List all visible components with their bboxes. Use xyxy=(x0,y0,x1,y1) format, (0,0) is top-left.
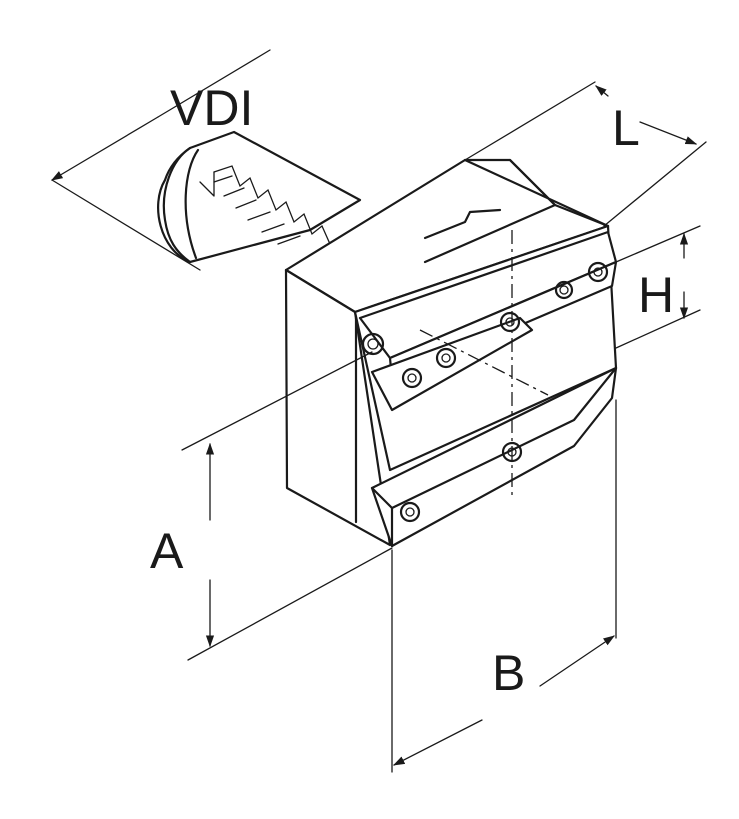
label-l: L xyxy=(612,100,640,156)
dimension-a: A xyxy=(150,351,393,661)
dimension-l: L xyxy=(464,81,707,227)
label-a: A xyxy=(150,523,184,579)
label-b: B xyxy=(492,645,525,701)
dimension-vdi: VDI xyxy=(50,49,271,271)
dimension-h: H xyxy=(615,225,701,349)
dimension-b: B xyxy=(391,399,617,773)
vdi-shank xyxy=(157,130,362,264)
holder-body xyxy=(284,158,618,548)
label-h: H xyxy=(638,267,674,323)
label-vdi: VDI xyxy=(170,80,253,136)
